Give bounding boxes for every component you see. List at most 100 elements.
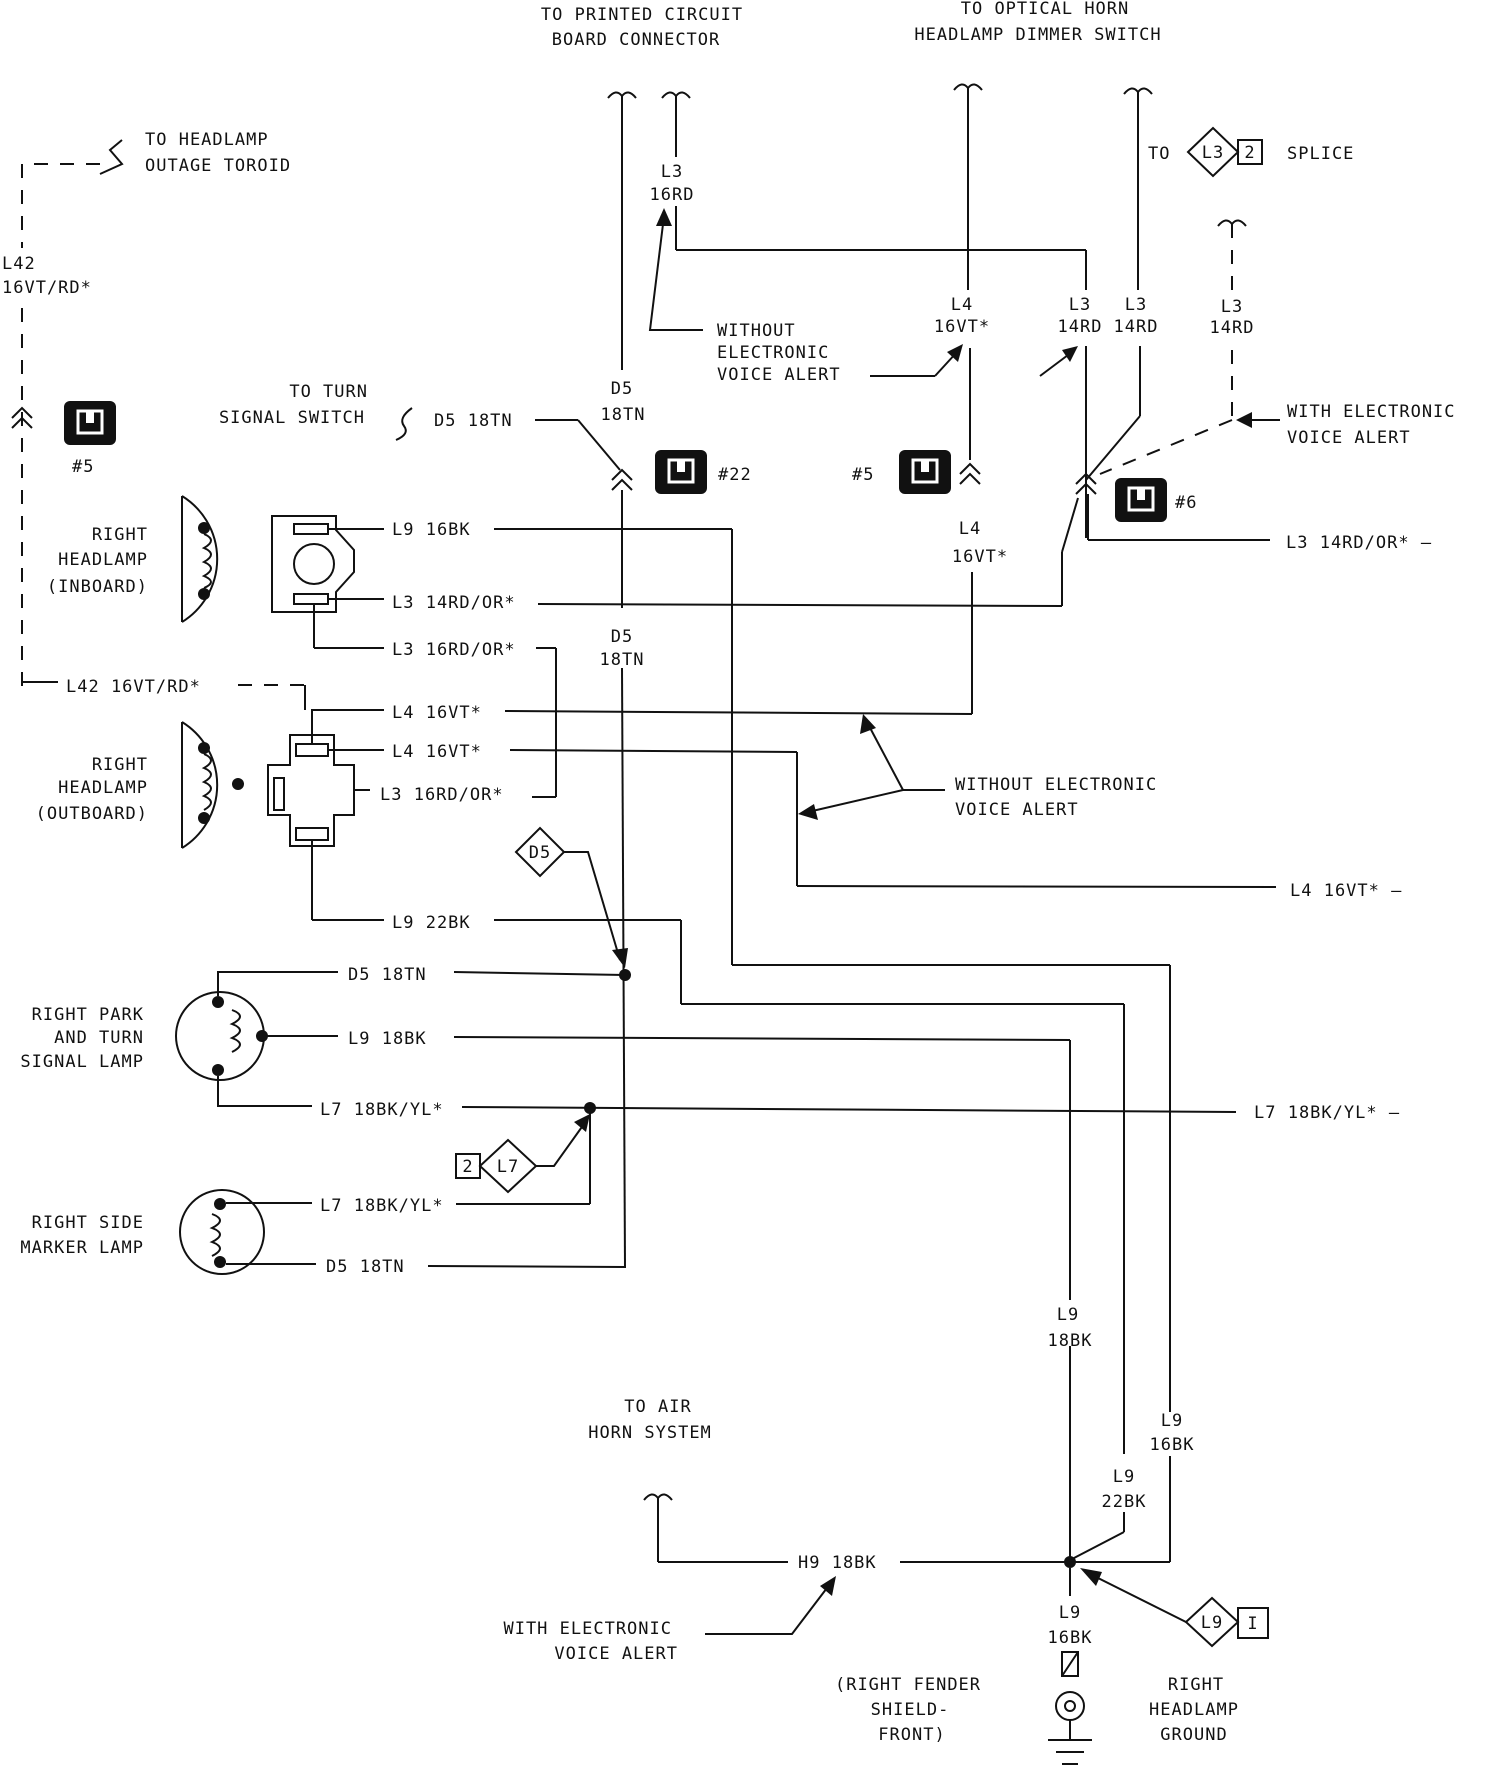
- fender-label-1: (RIGHT FENDER: [835, 1675, 981, 1695]
- dest-outage-label-1: TO HEADLAMP: [145, 130, 269, 150]
- dest-airhorn-label-2: HORN SYSTEM: [588, 1423, 712, 1443]
- wire-l3-16rd-top: [661, 91, 1087, 290]
- wire-h9-18bk: [643, 1493, 1070, 1563]
- park-label-2: AND TURN: [54, 1028, 144, 1048]
- connector-c22: [655, 450, 707, 494]
- wire-d5-18tn-park: [217, 969, 631, 996]
- dest-pcb-label-1: TO PRINTED CIRCUIT: [541, 5, 743, 25]
- wire-d5-turn: [395, 407, 626, 1269]
- hl-out-label-2: HEADLAMP: [58, 778, 148, 798]
- hl-in-label-1: RIGHT: [92, 525, 148, 545]
- wire-l3-14c-gauge: 14RD: [1210, 318, 1255, 338]
- splice-to-label: TO: [1148, 144, 1170, 164]
- wire-d5-18tn-marker-label: D5 18TN: [326, 1257, 405, 1277]
- park-lamp-symbol: [175, 991, 268, 1081]
- wire-l7-18bkyl-marker: [226, 1108, 591, 1205]
- wire-l7-18bkyl-park-label: L7 18BK/YL*: [320, 1100, 444, 1120]
- connector-c22-num: #22: [718, 465, 752, 485]
- note-with-eva-b-2: VOICE ALERT: [554, 1644, 678, 1664]
- marker-label-2: MARKER LAMP: [20, 1238, 144, 1258]
- wire-d5-18tn-marker: [226, 1263, 626, 1268]
- wire-l4-16vt-b-label: L4 16VT*: [392, 742, 482, 762]
- wire-l3-14b-code: L3: [1125, 295, 1147, 315]
- wire-bottom-joins: [1064, 1456, 1171, 1568]
- wire-l3-14rdor-right: [1087, 494, 1270, 541]
- note-with-eva-1: WITH ELECTRONIC: [1287, 402, 1456, 422]
- headlamp-outboard-symbol: [181, 721, 244, 849]
- wire-d5-mid-gauge: 18TN: [600, 650, 645, 670]
- headlamp-inboard-symbol: [181, 495, 219, 623]
- note-with-eva-arrow: [1236, 412, 1280, 428]
- wire-l3-16rdor-a-label: L3 16RD/OR*: [392, 640, 516, 660]
- marker-lamp-symbol: [179, 1189, 265, 1275]
- connector-chevrons: [11, 406, 1097, 495]
- splice-label: SPLICE: [1287, 144, 1354, 164]
- marker-label-1: RIGHT SIDE: [32, 1213, 144, 1233]
- wire-l42-code: L42: [2, 254, 36, 274]
- note-without-eva-3: VOICE ALERT: [717, 365, 841, 385]
- wire-l4-mid-code: L4: [959, 519, 981, 539]
- wire-l9-16-code: L9: [1161, 1411, 1183, 1431]
- splice-l9-code: L9: [1201, 1613, 1223, 1633]
- wire-l3-14c-code: L3: [1221, 297, 1243, 317]
- hl-out-label-3: (OUTBOARD): [36, 804, 148, 824]
- wire-l9-gnd-gauge: 16BK: [1048, 1628, 1093, 1648]
- wire-l9-vert-gauge: 18BK: [1048, 1331, 1093, 1351]
- wire-l9-16-gauge: 16BK: [1150, 1435, 1195, 1455]
- dest-airhorn-label-1: TO AIR: [624, 1397, 691, 1417]
- headlamp-outboard-connector: [267, 709, 384, 920]
- note-without-eva-b-2: VOICE ALERT: [955, 800, 1079, 820]
- dest-pcb-label-2: BOARD CONNECTOR: [552, 30, 721, 50]
- note-without-eva-b-1: WITHOUT ELECTRONIC: [955, 775, 1157, 795]
- park-label-1: RIGHT PARK: [32, 1005, 144, 1025]
- hl-in-label-3: (INBOARD): [47, 577, 148, 597]
- wire-l3-14-code: L3: [1069, 295, 1091, 315]
- splice-l7-code: L7: [497, 1157, 519, 1177]
- wire-pcb-left: [607, 91, 637, 370]
- wire-l4-gauge: 16VT*: [934, 317, 990, 337]
- connector-c5-mid-num: #5: [852, 465, 874, 485]
- ground-label-1: RIGHT: [1168, 1675, 1224, 1695]
- note-without-eva-arrows: [870, 344, 1078, 377]
- park-label-3: SIGNAL LAMP: [20, 1052, 144, 1072]
- splice-d5-marker: D5: [514, 826, 628, 968]
- splice-l7-num: 2: [462, 1157, 473, 1177]
- wire-d5-code: D5: [611, 379, 633, 399]
- splice-l9-marker: L9 I: [1080, 1568, 1269, 1648]
- dest-dimmer-label-1: TO OPTICAL HORN: [961, 0, 1130, 19]
- hl-in-label-2: HEADLAMP: [58, 550, 148, 570]
- wire-d5-turn-label: D5 18TN: [434, 411, 513, 431]
- wire-l7-18bkyl-right-label: L7 18BK/YL* —: [1254, 1103, 1400, 1123]
- note-without-eva-top-leader: [648, 208, 703, 331]
- wire-l9-gnd-code: L9: [1059, 1603, 1081, 1623]
- splice-l3-marker: L3 2: [1186, 126, 1263, 178]
- wire-d5-mid-code: D5: [611, 627, 633, 647]
- connector-c5-left: [64, 401, 116, 445]
- wire-l4-16vt-a-label: L4 16VT*: [392, 703, 482, 723]
- wire-l3-14rdor-label: L3 14RD/OR*: [392, 593, 516, 613]
- dest-turn-label-2: SIGNAL SWITCH: [219, 408, 365, 428]
- connector-c6: [1115, 478, 1167, 522]
- wire-l9-22bk: [312, 919, 1125, 1454]
- hl-out-label-1: RIGHT: [92, 755, 148, 775]
- wire-l3-14b-gauge: 14RD: [1114, 317, 1159, 337]
- splice-l3-code: L3: [1202, 143, 1224, 163]
- wire-d5-gauge: 18TN: [601, 405, 646, 425]
- note-without-eva-1: WITHOUT: [717, 321, 796, 341]
- fender-label-3: FRONT): [878, 1725, 945, 1745]
- wire-l4-16vt-right-label: L4 16VT* —: [1290, 881, 1402, 901]
- wire-l9-18bk-park: [266, 1035, 1071, 1560]
- wire-l9-22-code: L9: [1113, 1467, 1135, 1487]
- fender-label-2: SHIELD-: [871, 1700, 950, 1720]
- splice-l7-marker: 2 L7: [455, 1114, 590, 1194]
- note-with-eva-2: VOICE ALERT: [1287, 428, 1411, 448]
- splice-l9-num: I: [1247, 1614, 1258, 1634]
- wire-h9-label: H9 18BK: [798, 1553, 877, 1573]
- splice-l3-num: 2: [1244, 143, 1255, 163]
- ground-symbol: [1048, 1568, 1092, 1765]
- wire-l4-mid-gauge: 16VT*: [952, 547, 1008, 567]
- wire-l3-14rd-eva: [1099, 219, 1247, 475]
- wire-l9-22-gauge: 22BK: [1102, 1492, 1147, 1512]
- wire-l4-16vt-a: [504, 572, 973, 715]
- dest-outage-label-2: OUTAGE TOROID: [145, 156, 291, 176]
